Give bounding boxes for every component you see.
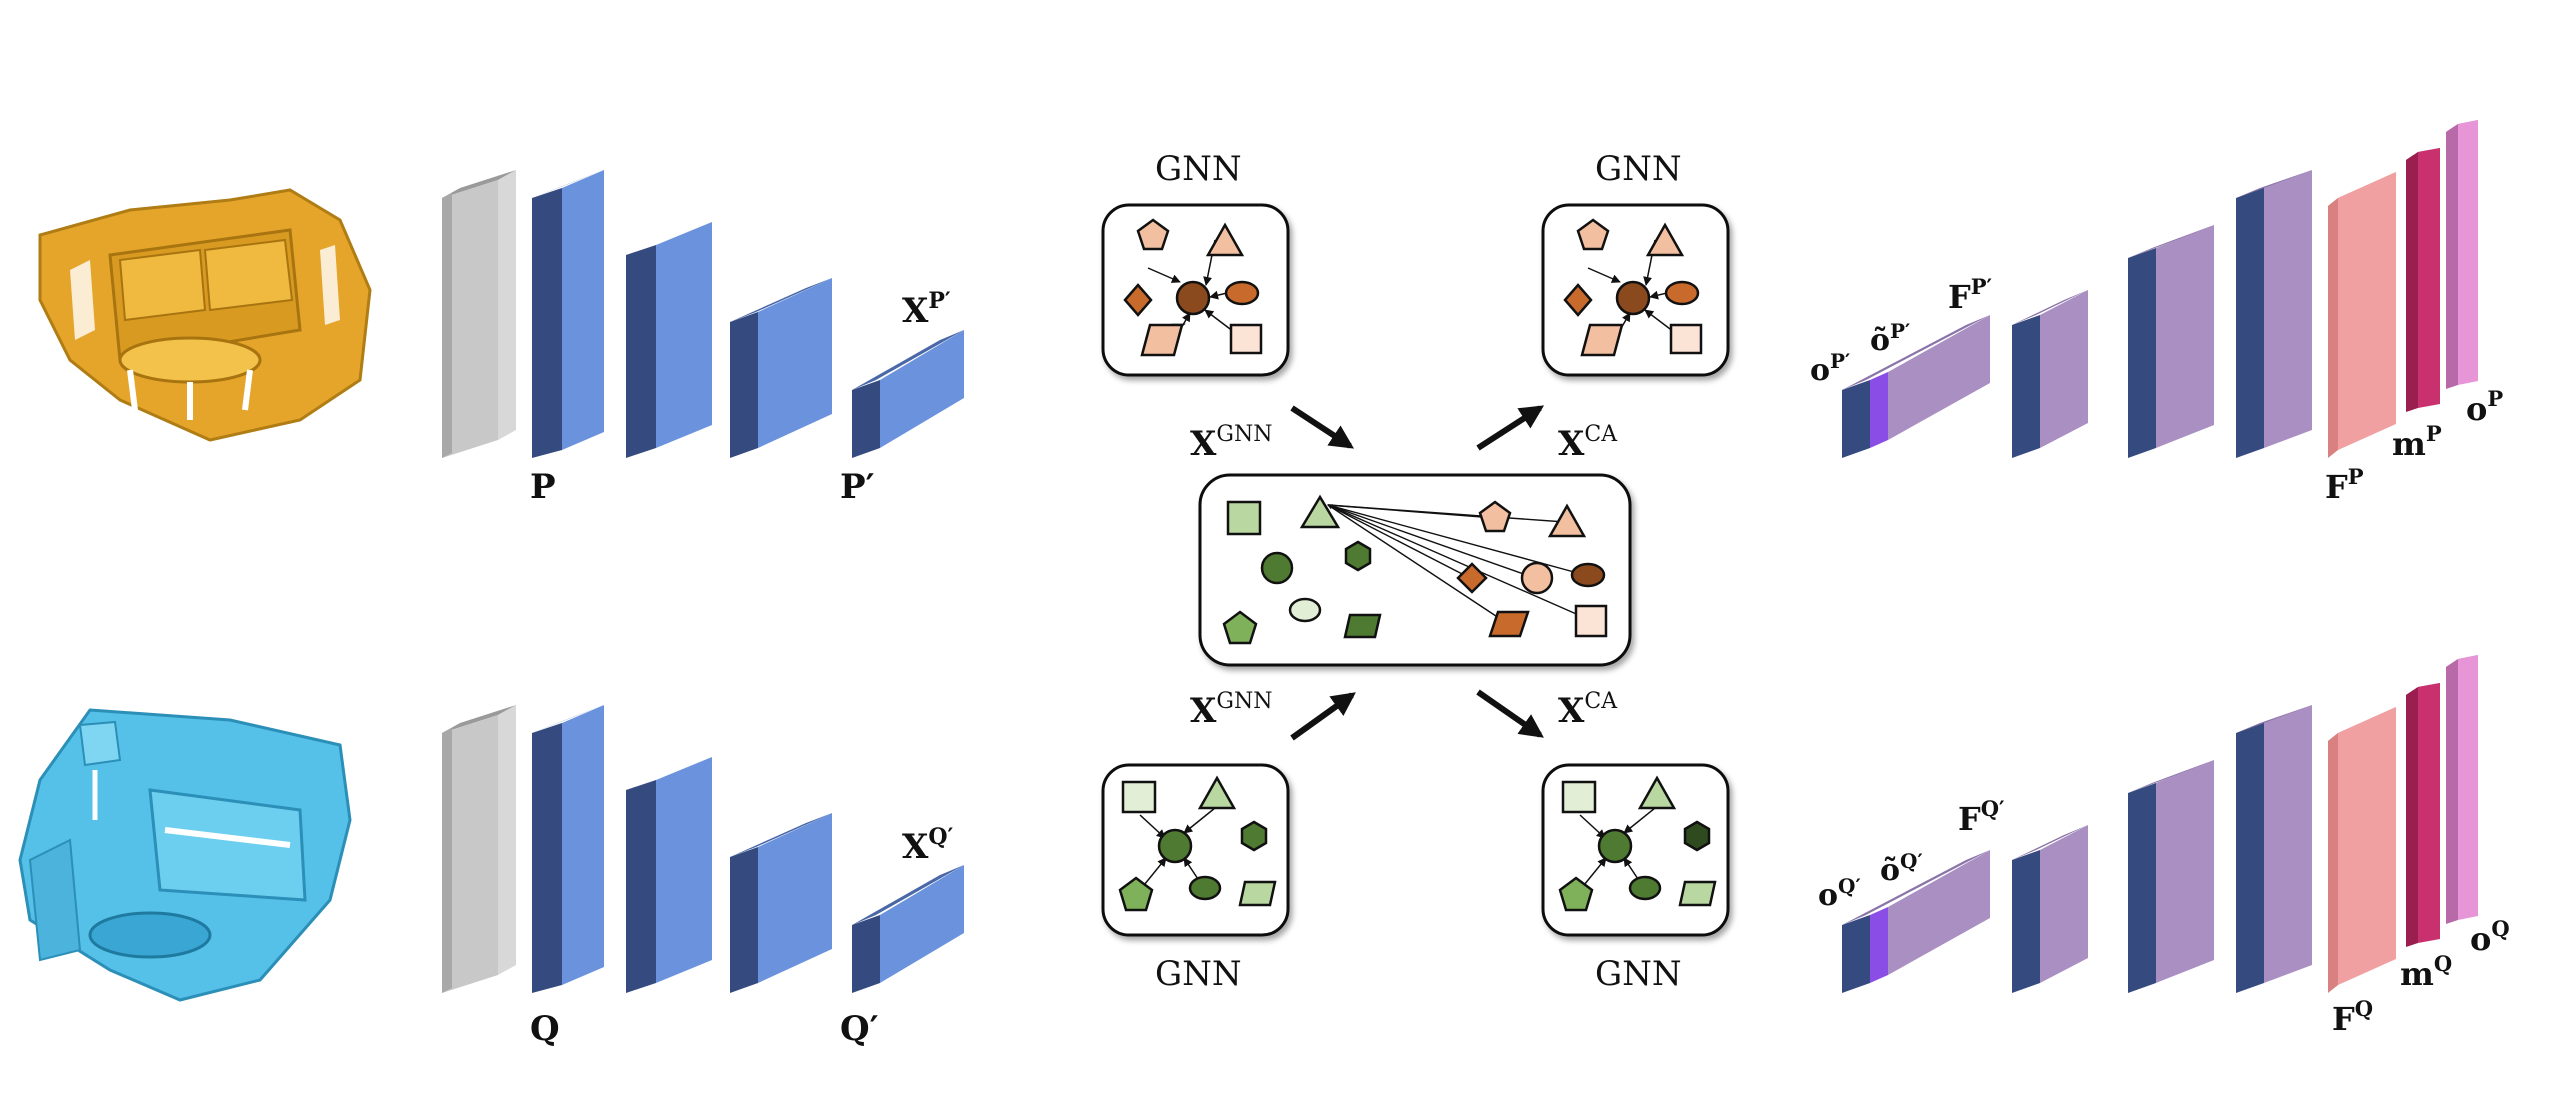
xca-label-top: XCA	[1558, 422, 1618, 464]
fprime-label-bottom: FQ′	[1958, 796, 2005, 838]
input-label-bottom: Q	[530, 1009, 560, 1049]
xgnn-label-top: XGNN	[1190, 422, 1272, 464]
arrow-gnn-bottom-to-ca	[1290, 692, 1356, 741]
arrow-ca-to-gnn-top	[1476, 405, 1545, 451]
decoder-block-m-top	[2406, 148, 2440, 412]
gnn-module-top-right: GNN	[1541, 149, 1730, 377]
f-label-bottom: FQ	[2332, 996, 2373, 1038]
feature-label-bottom: XQ′	[902, 824, 954, 867]
decoder-block-o-top	[2446, 120, 2478, 389]
m-label-bottom: mQ	[2400, 951, 2452, 993]
encoder-block-1-bottom	[532, 705, 604, 993]
decoder-block-0-top	[1842, 315, 1990, 458]
encoder-block-2-top	[626, 222, 712, 458]
input-label-top: P	[530, 467, 556, 507]
gnn-label-bottom-left: GNN	[1155, 954, 1242, 994]
decoder-bottom: oQ′ õQ′ FQ′ FQ mQ oQ	[1818, 655, 2510, 1038]
point-cloud-scan-bottom	[18, 708, 352, 1002]
feature-label-top: XP′	[902, 288, 951, 331]
decoder-block-o-bottom	[2446, 655, 2478, 924]
gnn-label-top-right: GNN	[1595, 149, 1682, 189]
encoder-block-3-bottom	[730, 813, 832, 993]
encoder-block-input-top	[442, 170, 516, 458]
xgnn-label-bottom: XGNN	[1190, 689, 1272, 731]
decoder-top: oP′ õP′ FP′ FP mP oP	[1810, 120, 2503, 506]
encoder-block-3-top	[730, 278, 832, 458]
gnn-module-bottom-right: GNN	[1541, 763, 1730, 994]
encoder-block-1-top	[532, 170, 604, 458]
decoder-block-m-bottom	[2406, 683, 2440, 947]
o-label-bottom: oQ′	[1818, 874, 1861, 913]
encoder-top: P P′ XP′	[442, 170, 964, 507]
gnn-label-top-left: GNN	[1155, 149, 1242, 189]
flow-arrows	[1290, 405, 1545, 741]
o-out-label-bottom: oQ	[2470, 916, 2510, 958]
decoder-block-f-top	[2328, 172, 2396, 458]
m-label-top: mP	[2392, 421, 2442, 463]
decoder-block-3-bottom	[2236, 705, 2312, 993]
gnn-label-bottom-right: GNN	[1595, 954, 1682, 994]
decoder-block-3-top	[2236, 170, 2312, 458]
arrow-ca-to-gnn-bottom	[1476, 689, 1544, 738]
encoder-block-2-bottom	[626, 757, 712, 993]
cross-attention-module	[1198, 473, 1632, 667]
decoder-block-0-bottom	[1842, 850, 1990, 993]
decoder-block-f-bottom	[2328, 707, 2396, 993]
xca-label-bottom: XCA	[1558, 689, 1618, 731]
otilde-label-bottom: õQ′	[1880, 849, 1923, 888]
o-out-label-top: oP	[2466, 386, 2503, 428]
otilde-label-top: õP′	[1870, 319, 1910, 358]
o-label-top: oP′	[1810, 349, 1850, 388]
encoder-block-input-bottom	[442, 705, 516, 993]
f-label-top: FP	[2325, 464, 2364, 506]
decoder-block-1-top	[2012, 290, 2088, 458]
output-label-top: P′	[840, 467, 875, 507]
decoder-block-2-top	[2128, 225, 2214, 458]
encoder-block-4-bottom	[852, 865, 964, 993]
gnn-module-top-left: GNN	[1101, 149, 1290, 377]
encoder-bottom: Q Q′ XQ′	[442, 705, 964, 1049]
arrow-gnn-top-to-ca	[1290, 405, 1355, 449]
attention-edges	[1326, 504, 1591, 623]
gnn-module-bottom-left: GNN	[1101, 763, 1290, 994]
point-cloud-scan-top	[38, 188, 372, 442]
output-label-bottom: Q′	[840, 1009, 879, 1049]
fprime-label-top: FP′	[1948, 274, 1993, 316]
decoder-block-1-bottom	[2012, 825, 2088, 993]
encoder-block-4-top	[852, 330, 964, 458]
decoder-block-2-bottom	[2128, 760, 2214, 993]
